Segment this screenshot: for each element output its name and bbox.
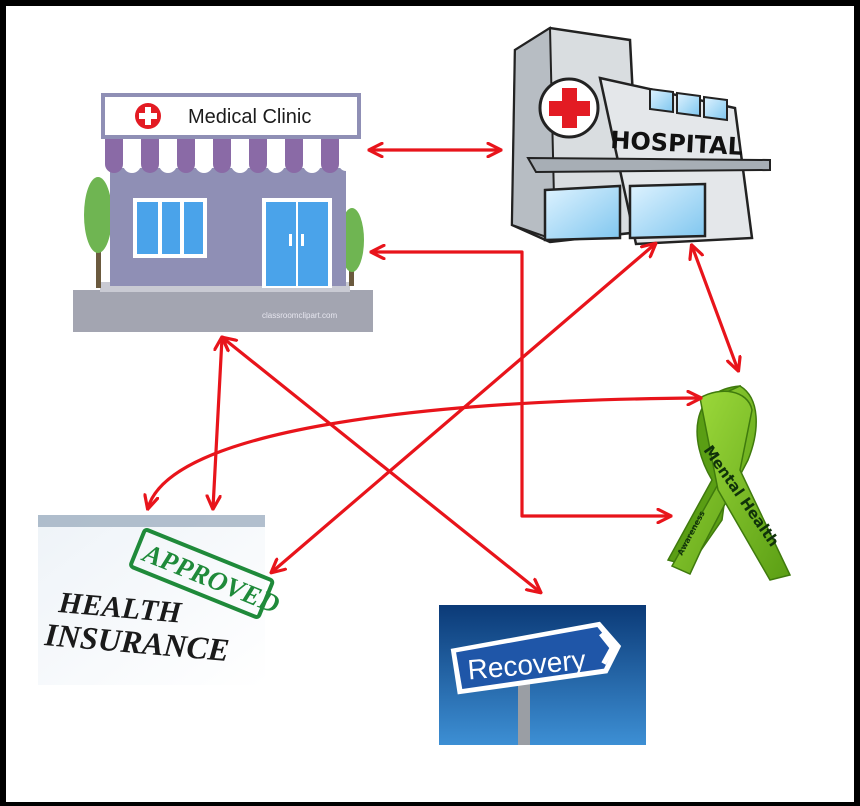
health-insurance-node: APPROVED HEALTH INSURANCE <box>38 515 284 685</box>
recovery-sign <box>456 627 615 690</box>
recovery-node: Recovery <box>439 605 646 745</box>
clinic-label: Medical Clinic <box>188 106 311 128</box>
hospital-cross-icon <box>538 77 600 139</box>
hospital-doors <box>543 182 707 242</box>
medical-clinic-node: Medical Clinic classroomclipart.com <box>73 93 373 332</box>
clinic-awning <box>105 138 353 173</box>
clinic-door <box>262 198 332 288</box>
chevron-right-icon <box>599 632 616 665</box>
arrow-clinic-recovery <box>223 338 540 592</box>
clinic-sign: Medical Clinic <box>101 93 361 139</box>
connections <box>148 150 738 592</box>
clinic-windows <box>133 198 207 258</box>
hospital-label: HOSPITAL <box>610 126 744 161</box>
arrow-clinic-insurance <box>213 338 222 508</box>
hospital-node: HOSPITAL <box>510 26 771 246</box>
hospital-windows <box>649 87 728 122</box>
tree-left-icon <box>84 177 112 288</box>
arrow-hospital-mental-health <box>692 246 738 370</box>
arrow-clinic-mental-health <box>372 252 670 516</box>
clinic-watermark: classroomclipart.com <box>262 311 337 320</box>
mental-health-ribbon-node: Mental Health Awareness <box>666 385 792 581</box>
sign-post <box>518 682 530 745</box>
arrow-insurance-mental-health <box>148 398 700 508</box>
